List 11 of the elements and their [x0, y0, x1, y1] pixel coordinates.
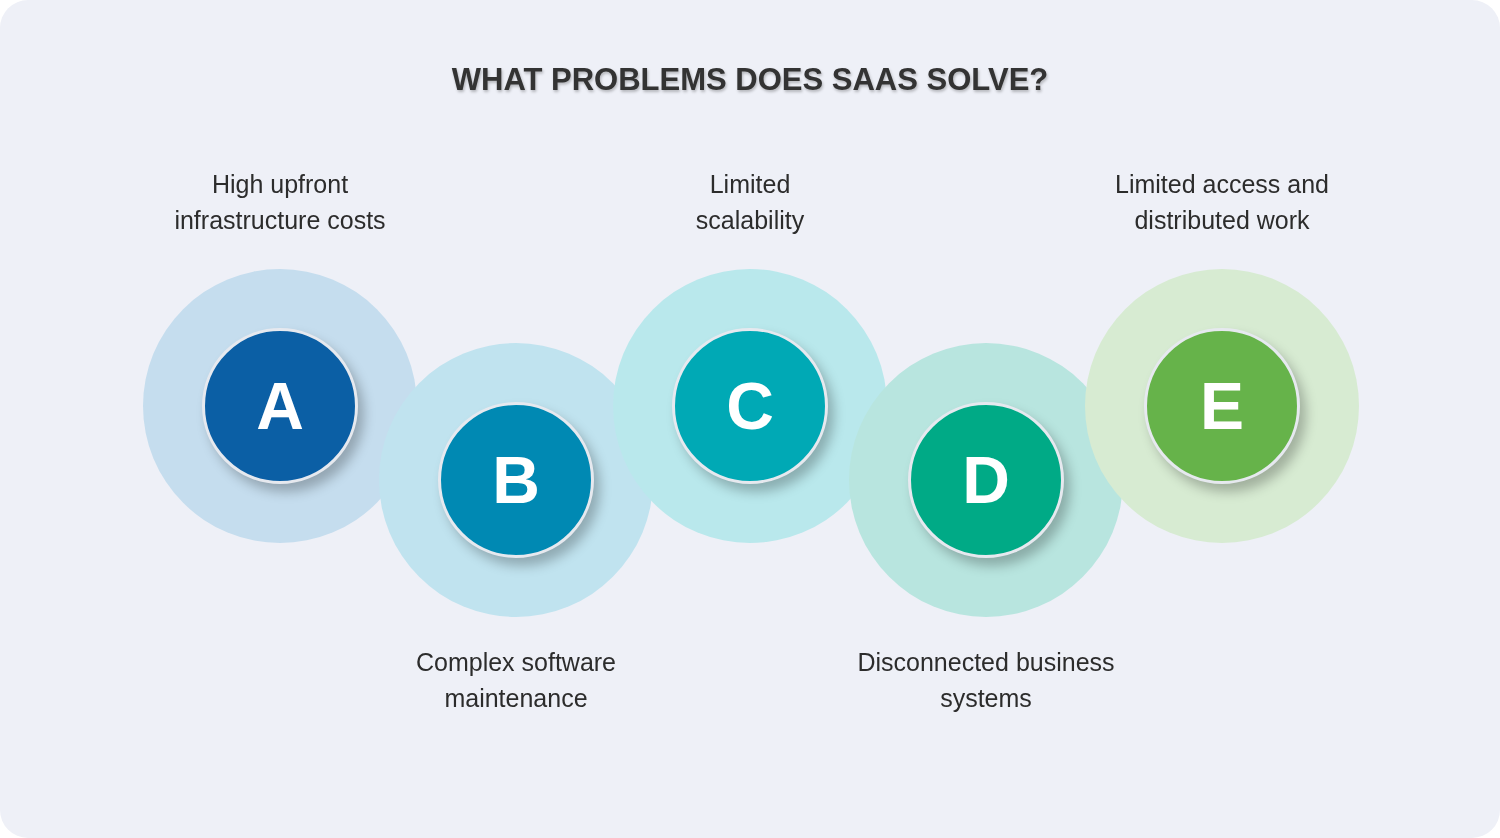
letter-circle: A [202, 328, 358, 484]
letter-circle: E [1144, 328, 1300, 484]
letter-circle: C [672, 328, 828, 484]
caption-text: Limited scalability [694, 169, 806, 236]
caption-text: Complex software maintenance [414, 647, 618, 714]
caption-text: Disconnected business systems [856, 647, 1116, 714]
caption-text: High upfront infrastructure costs [173, 169, 387, 236]
caption-text: Limited access and distributed work [1114, 169, 1330, 236]
title: WHAT PROBLEMS DOES SAAS SOLVE? [450, 62, 1050, 98]
letter-circle: B [438, 402, 594, 558]
letter-circle: D [908, 402, 1064, 558]
